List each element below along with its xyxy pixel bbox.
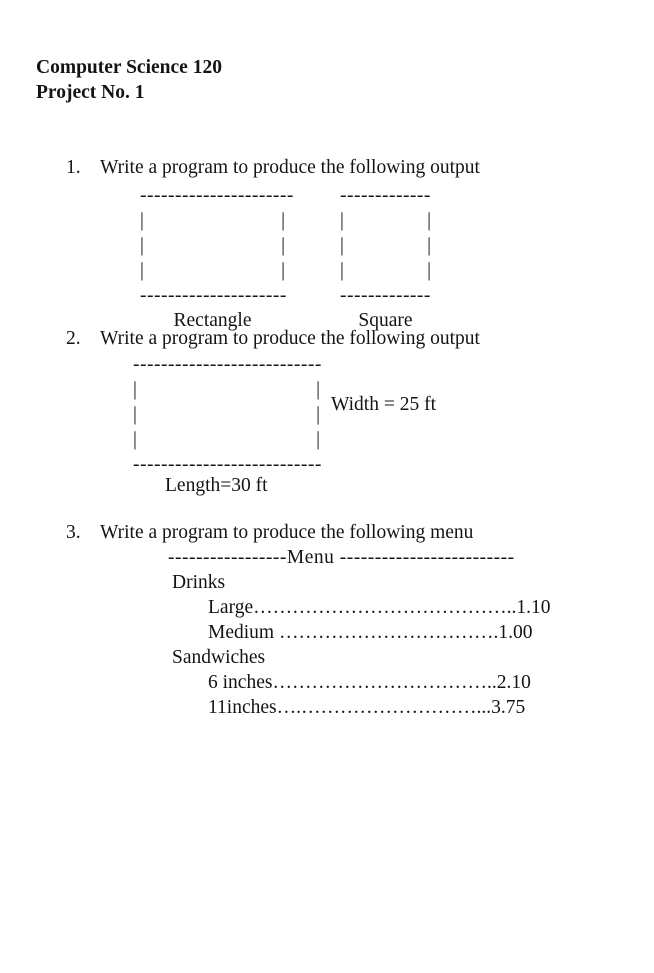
menu-item-line: 11inches….………………………...3.75 [208, 697, 526, 718]
ascii-side-bars-row: || [140, 208, 285, 233]
ascii-left-bar: | [133, 379, 137, 400]
menu-item-line: Medium …………………………….1.00 [208, 622, 533, 643]
menu-item-line: 6 inches……………………………..2.10 [208, 672, 531, 693]
ascii-right-bar: | [427, 210, 431, 231]
ascii-top-border: ---------------------- [140, 185, 294, 206]
length-dimension-label: Length=30 ft [165, 475, 268, 496]
figure-label-rectangle: Rectangle [173, 310, 252, 331]
ascii-side-bars-row: || [140, 233, 285, 258]
rectangle-figure: ---------------------- |||||| ----------… [140, 183, 294, 333]
ascii-top-border: ------------- [340, 185, 431, 206]
course-title: Computer Science 120 [36, 57, 222, 78]
ascii-side-bars-row: || [340, 208, 431, 233]
ascii-bottom-border: ------------- [340, 285, 431, 306]
ascii-left-bar: | [340, 235, 344, 256]
ascii-right-bar: | [281, 235, 285, 256]
menu-title-line: -----------------Menu ------------------… [168, 547, 515, 568]
document-header: Computer Science 120 Project No. 1 [36, 55, 222, 105]
ascii-left-bar: | [340, 260, 344, 281]
task-text: Write a program to produce the following… [100, 522, 474, 543]
ascii-right-bar: | [427, 260, 431, 281]
ascii-side-bars-row: || [340, 258, 431, 283]
menu-listing: -----------------Menu ------------------… [168, 545, 551, 720]
task-item-2: 2. Write a program to produce the follow… [66, 326, 480, 351]
ascii-side-bars-row: || [133, 402, 320, 427]
width-dimension-label: Width = 25 ft [331, 394, 436, 415]
ascii-bottom-border: --------------------- [140, 285, 287, 306]
ascii-side-bars-row: || [133, 377, 320, 402]
ascii-right-bar: | [427, 235, 431, 256]
ascii-left-bar: | [140, 235, 144, 256]
ascii-right-bar: | [316, 379, 320, 400]
ascii-left-bar: | [140, 210, 144, 231]
menu-section-name: Sandwiches [172, 647, 266, 668]
task-item-3: 3. Write a program to produce the follow… [66, 520, 473, 545]
task-text: Write a program to produce the following… [100, 157, 480, 178]
task-number: 2. [66, 328, 81, 349]
dimensioned-rectangle-figure: --------------------------- |||||| -----… [133, 352, 322, 477]
ascii-sides: |||||| [140, 208, 285, 283]
ascii-right-bar: | [316, 404, 320, 425]
task-text: Write a program to produce the following… [100, 328, 480, 349]
task-number: 3. [66, 522, 81, 543]
ascii-sides: |||||| [340, 208, 431, 283]
ascii-left-bar: | [140, 260, 144, 281]
ascii-side-bars-row: || [133, 427, 320, 452]
ascii-side-bars-row: || [140, 258, 285, 283]
ascii-right-bar: | [281, 210, 285, 231]
ascii-left-bar: | [133, 404, 137, 425]
figure-label-square: Square [358, 310, 413, 331]
menu-section-name: Drinks [172, 572, 226, 593]
task-item-1: 1. Write a program to produce the follow… [66, 155, 480, 180]
ascii-bottom-border: --------------------------- [133, 454, 322, 475]
ascii-left-bar: | [133, 429, 137, 450]
ascii-side-bars-row: || [340, 233, 431, 258]
project-title: Project No. 1 [36, 82, 145, 103]
ascii-right-bar: | [281, 260, 285, 281]
task-number: 1. [66, 157, 81, 178]
menu-item-line: Large…………………………………..1.10 [208, 597, 551, 618]
square-figure: ------------- |||||| ------------- Squar… [340, 183, 431, 333]
ascii-right-bar: | [316, 429, 320, 450]
ascii-top-border: --------------------------- [133, 354, 322, 375]
ascii-sides: |||||| [133, 377, 320, 452]
ascii-left-bar: | [340, 210, 344, 231]
